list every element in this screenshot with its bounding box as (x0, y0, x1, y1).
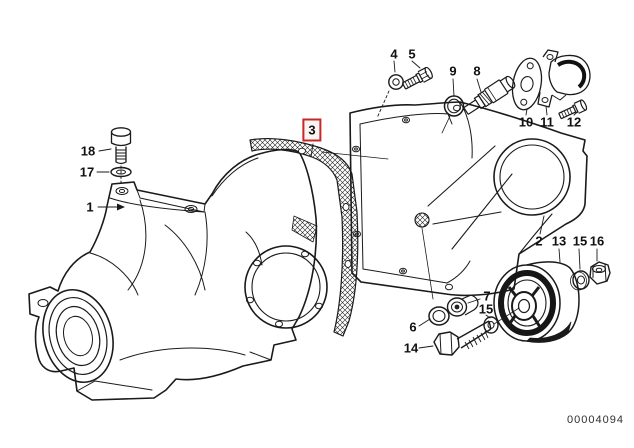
bolt-12-drawing (558, 99, 588, 120)
callout-13[interactable]: 13 (551, 233, 567, 249)
bracket-11-drawing (537, 49, 591, 108)
callout-17[interactable]: 17 (79, 164, 95, 180)
differential-housing-drawing (28, 148, 328, 401)
washer-15-left-drawing (483, 316, 499, 334)
plate-10-drawing (511, 57, 543, 111)
leader-lines (96, 60, 598, 349)
callout-8[interactable]: 8 (473, 63, 481, 79)
callout-11[interactable]: 11 (540, 114, 554, 130)
callout-6[interactable]: 6 (409, 319, 417, 335)
callout-3[interactable]: 3 (302, 118, 322, 142)
rubber-mount-13-drawing (493, 261, 580, 343)
sensor-8-drawing (463, 75, 516, 115)
callout-7[interactable]: 7 (483, 288, 491, 304)
callout-10[interactable]: 10 (518, 114, 534, 130)
callout-16[interactable]: 16 (589, 233, 605, 249)
plug-7-drawing (446, 294, 479, 317)
callout-1[interactable]: 1 (86, 199, 94, 215)
cover-gasket-drawing (249, 137, 359, 337)
washer-15-right-drawing (570, 270, 590, 291)
bolt-5-drawing (401, 66, 433, 90)
callout-14[interactable]: 14 (403, 340, 419, 356)
callout-12[interactable]: 12 (566, 114, 582, 130)
callout-2[interactable]: 2 (535, 233, 543, 249)
callout-4[interactable]: 4 (390, 46, 398, 62)
nut-16-drawing (589, 261, 611, 285)
callout-18[interactable]: 18 (80, 143, 96, 159)
seal-ring-6-drawing (428, 306, 450, 326)
callout-5[interactable]: 5 (408, 46, 416, 62)
callout-15-15[interactable]: 15 (478, 301, 494, 317)
bolt-18-drawing (110, 127, 132, 165)
diagram-number: 00004094 (567, 414, 624, 426)
callout-15-14[interactable]: 15 (572, 233, 588, 249)
rear-cover-drawing (349, 101, 588, 297)
washer-4-drawing (388, 74, 404, 90)
bolt-14-drawing (433, 320, 492, 356)
callout-9[interactable]: 9 (449, 63, 457, 79)
